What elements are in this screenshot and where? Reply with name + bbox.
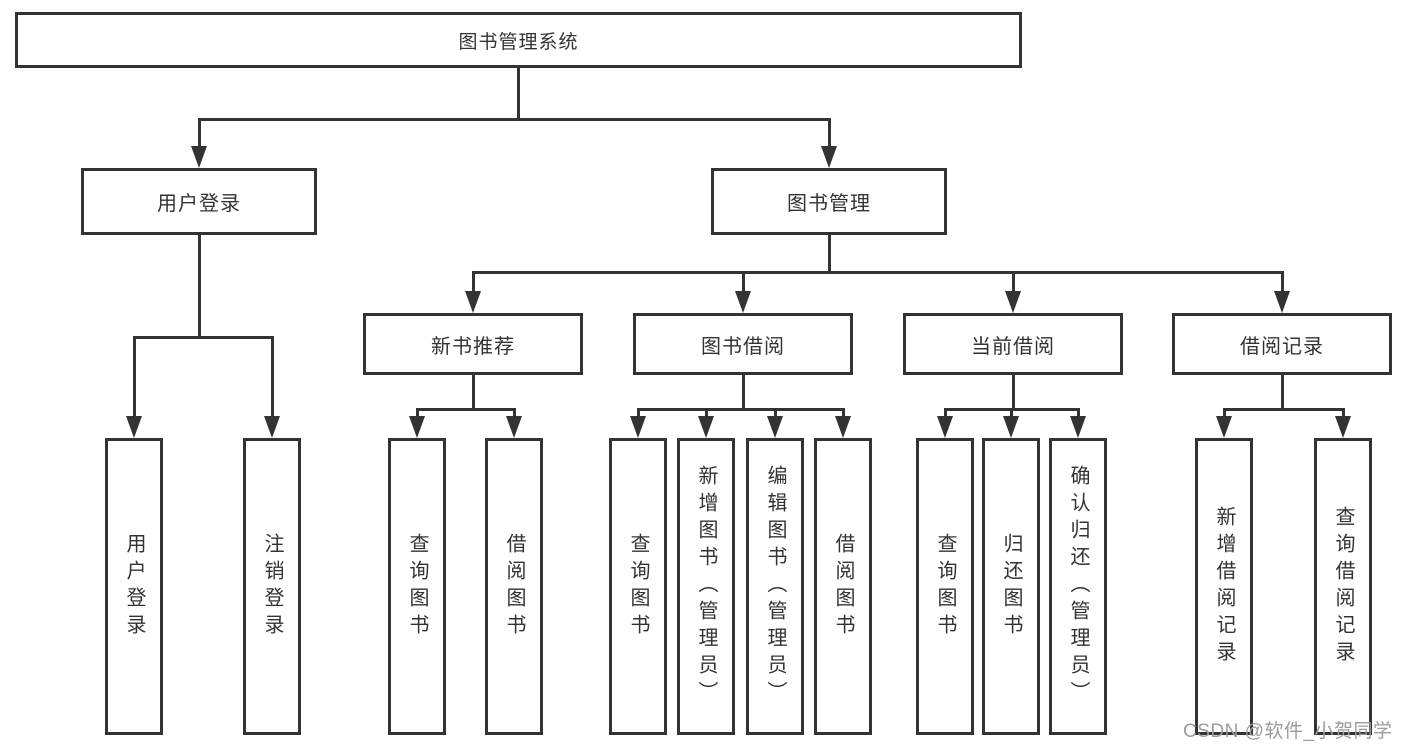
node-leaf-edit-books-admin: 编辑图书（管理员） <box>746 438 804 735</box>
connector-current-borrow-stem <box>1012 373 1015 408</box>
connector-to-leaf-add-books <box>705 408 708 418</box>
connector-root-stem <box>517 66 520 118</box>
connector-borrow-records-rail <box>1223 408 1344 411</box>
node-label: 查询图书 <box>406 532 428 641</box>
node-leaf-return-books: 归还图书 <box>982 438 1040 735</box>
connector-to-leaf-borrow-books-2 <box>842 408 845 418</box>
arrowhead-to-user-login <box>191 146 207 168</box>
connector-to-leaf-query-books-2 <box>637 408 640 418</box>
connector-to-leaf-query-borrow-record <box>1342 408 1345 418</box>
node-label: 确认归还（管理员） <box>1067 465 1089 708</box>
connector-book-borrow-stem <box>742 373 745 408</box>
node-leaf-query-books-2: 查询图书 <box>609 438 667 735</box>
node-label: 用户登录 <box>123 532 145 641</box>
node-leaf-borrow-books-2: 借阅图书 <box>814 438 872 735</box>
connector-new-book-rail <box>416 408 515 411</box>
connector-level2-rail <box>198 118 831 121</box>
node-label: 借阅图书 <box>832 532 854 641</box>
node-new-book-recommend: 新书推荐 <box>363 313 583 375</box>
connector-to-book-borrow <box>742 271 745 293</box>
node-leaf-add-books-admin: 新增图书（管理员） <box>677 438 735 735</box>
connector-level3-rail <box>472 271 1283 274</box>
connector-to-leaf-query-books-3 <box>944 408 947 418</box>
connector-to-current-borrow <box>1012 271 1015 293</box>
arrowhead-to-leaf-user-login <box>126 416 142 438</box>
node-leaf-query-books-3: 查询图书 <box>916 438 974 735</box>
node-current-borrow: 当前借阅 <box>903 313 1123 375</box>
connector-to-leaf-query-books-1 <box>416 408 419 418</box>
connector-to-user-login <box>198 118 201 148</box>
arrowhead-to-leaf-edit-books <box>767 416 783 438</box>
node-leaf-add-borrow-record: 新增借阅记录 <box>1195 438 1253 735</box>
connector-to-leaf-user-login <box>133 336 136 418</box>
node-book-management: 图书管理 <box>711 168 947 235</box>
node-label: 查询图书 <box>934 532 956 641</box>
node-label: 图书管理系统 <box>458 31 579 53</box>
connector-to-borrow-records <box>1281 271 1284 293</box>
connector-to-leaf-borrow-books-1 <box>513 408 516 418</box>
node-label: 借阅记录 <box>1240 335 1324 358</box>
arrowhead-to-leaf-add-borrow-record <box>1216 416 1232 438</box>
arrowhead-to-leaf-query-books-3 <box>937 416 953 438</box>
connector-borrow-records-stem <box>1281 373 1284 408</box>
csdn-watermark: CSDN @软件_小贺同学 <box>1183 721 1393 742</box>
node-label: 编辑图书（管理员） <box>764 465 786 708</box>
node-leaf-logout: 注销登录 <box>243 438 301 735</box>
node-leaf-query-books-1: 查询图书 <box>388 438 446 735</box>
arrowhead-to-new-book-recommend <box>465 291 481 313</box>
node-borrow-records: 借阅记录 <box>1172 313 1392 375</box>
connector-to-book-management <box>828 118 831 148</box>
node-label: 查询借阅记录 <box>1332 505 1354 668</box>
node-label: 新书推荐 <box>431 335 515 358</box>
connector-to-leaf-edit-books <box>774 408 777 418</box>
node-label: 注销登录 <box>261 532 283 641</box>
arrowhead-to-leaf-query-books-1 <box>409 416 425 438</box>
connector-to-new-book-recommend <box>472 271 475 293</box>
connector-to-leaf-add-borrow-record <box>1223 408 1226 418</box>
connector-to-leaf-return-books <box>1010 408 1013 418</box>
node-label: 图书借阅 <box>701 335 785 358</box>
arrowhead-to-leaf-logout <box>264 416 280 438</box>
arrowhead-to-borrow-records <box>1274 291 1290 313</box>
node-leaf-query-borrow-record: 查询借阅记录 <box>1314 438 1372 735</box>
arrowhead-to-current-borrow <box>1005 291 1021 313</box>
connector-user-login-rail <box>133 336 273 339</box>
arrowhead-to-book-borrow <box>735 291 751 313</box>
arrowhead-to-leaf-confirm-return <box>1070 416 1086 438</box>
node-label: 当前借阅 <box>971 335 1055 358</box>
node-leaf-confirm-return-admin: 确认归还（管理员） <box>1049 438 1107 735</box>
node-label: 新增借阅记录 <box>1213 505 1235 668</box>
arrowhead-to-leaf-borrow-books-2 <box>835 416 851 438</box>
node-label: 借阅图书 <box>503 532 525 641</box>
node-root-library-system: 图书管理系统 <box>15 12 1022 68</box>
connector-book-borrow-rail <box>637 408 844 411</box>
connector-to-leaf-confirm-return <box>1077 408 1080 418</box>
node-label: 用户登录 <box>157 193 241 215</box>
connector-book-management-stem <box>828 233 831 271</box>
node-label: 查询图书 <box>627 532 649 641</box>
arrowhead-to-leaf-borrow-books-1 <box>506 416 522 438</box>
connector-user-login-stem <box>198 233 201 336</box>
node-label: 图书管理 <box>787 193 871 215</box>
arrowhead-to-leaf-return-books <box>1003 416 1019 438</box>
arrowhead-to-leaf-query-borrow-record <box>1335 416 1351 438</box>
connector-to-leaf-logout <box>271 336 274 418</box>
node-book-borrow: 图书借阅 <box>633 313 853 375</box>
node-label: 新增图书（管理员） <box>695 465 717 708</box>
arrowhead-to-leaf-add-books <box>698 416 714 438</box>
node-leaf-borrow-books-1: 借阅图书 <box>485 438 543 735</box>
connector-new-book-stem <box>472 373 475 408</box>
node-label: 归还图书 <box>1000 532 1022 641</box>
arrowhead-to-leaf-query-books-2 <box>630 416 646 438</box>
node-user-login: 用户登录 <box>81 168 317 235</box>
arrowhead-to-book-management <box>821 146 837 168</box>
node-leaf-user-login: 用户登录 <box>105 438 163 735</box>
